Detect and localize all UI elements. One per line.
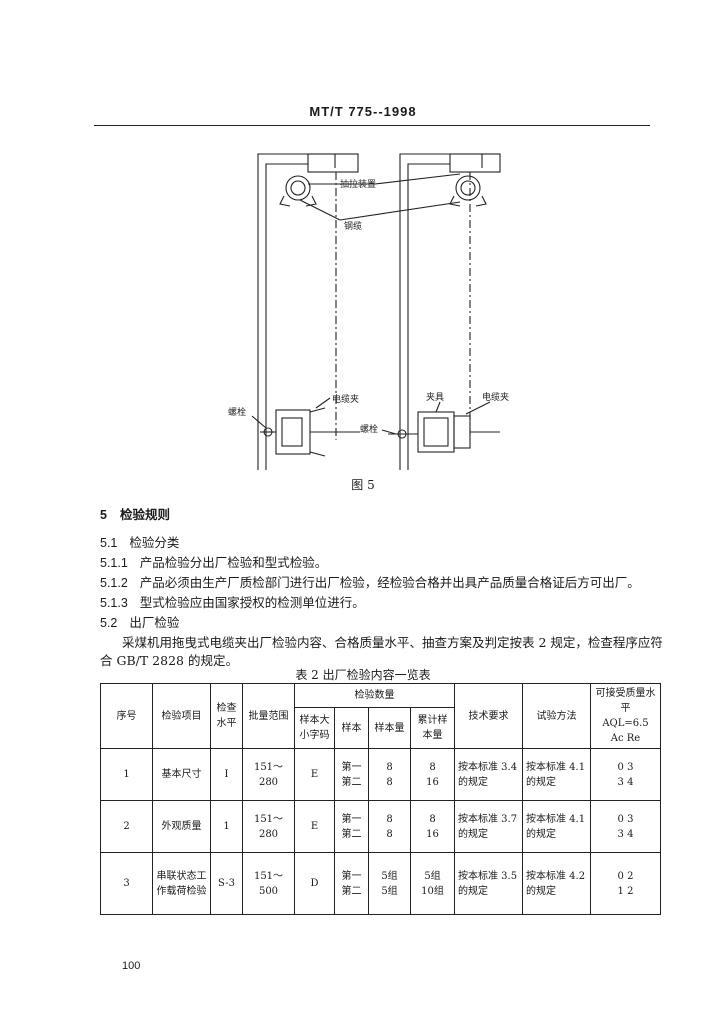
section-5-1-1-text: 产品检验分出厂检验和型式检验。 — [139, 555, 328, 570]
right-roller — [455, 175, 481, 201]
cell-method: 按本标准 4.1 的规定 — [522, 800, 591, 853]
header-rule — [94, 125, 650, 126]
cell-level: I — [210, 748, 243, 801]
cell-seq: 2 — [100, 800, 153, 853]
left-top-block — [307, 153, 359, 173]
cell-tech: 按本标准 3.5 的规定 — [454, 852, 523, 915]
cell-item: 串联状态工作载荷检验 — [152, 852, 211, 915]
cell-method: 按本标准 4.1 的规定 — [522, 748, 591, 801]
section-5-1-2: 5.1.2 产品必须由生产厂质检部门进行出厂检验，经检验合格并出具产品质量合格证… — [100, 575, 640, 590]
label-steel-cable: 钢缆 — [344, 220, 362, 232]
cell-item: 外观质量 — [152, 800, 211, 853]
figure-caption: 图 5 — [351, 478, 375, 492]
figure-5: 抽拉装置 钢缆 电缆夹 螺栓 夹具 电缆夹 螺栓 — [200, 140, 560, 480]
header-aql-value: AQL=6.5 — [602, 718, 649, 729]
section-5-1-3: 5.1.3 型式检验应由国家授权的检测单位进行。 — [100, 595, 365, 610]
section-5-1-3-text: 型式检验应由国家授权的检测单位进行。 — [139, 595, 365, 610]
cell-code: D — [294, 852, 335, 915]
label-bolt-left: 螺栓 — [228, 406, 246, 418]
cell-level: S-3 — [210, 852, 243, 915]
right-top-block — [449, 153, 501, 173]
header-cumulative: 累计样本量 — [410, 707, 455, 749]
table-row: 3 串联状态工作载荷检验 S-3 151～500 D 第一 第二 5组 5组 5… — [100, 852, 661, 915]
cell-item: 基本尺寸 — [152, 748, 211, 801]
cell-seq: 3 — [100, 852, 153, 915]
section-5-2: 5.2 出厂检验 — [100, 615, 180, 630]
cell-ac-re: 0 2 1 2 — [590, 852, 661, 915]
section-5-1: 5.1 检验分类 — [100, 535, 180, 550]
cell-batch: 151～280 — [242, 748, 295, 801]
cell-code: E — [294, 748, 335, 801]
table-header-row-2: 样本大小字码 样本 样本量 累计样本量 — [101, 707, 661, 749]
page-number: 100 — [122, 960, 141, 972]
cell-seq: 1 — [100, 748, 153, 801]
label-bolt-right: 螺栓 — [360, 423, 378, 435]
label-clamp-device: 抽拉装置 — [340, 178, 376, 190]
header-aql-title: 可接受质量水平 — [595, 688, 656, 714]
section-5-1-2-text: 产品必须由生产厂质检部门进行出厂检验，经检验合格并出具产品质量合格证后方可出厂。 — [139, 575, 640, 590]
header-aql: 可接受质量水平 AQL=6.5 Ac Re — [590, 683, 661, 749]
cell-level: 1 — [210, 800, 243, 853]
page-header: MT/T 775--1998 — [309, 104, 417, 119]
cell-tech: 按本标准 3.4 的规定 — [454, 748, 523, 801]
cell-batch: 151～280 — [242, 800, 295, 853]
cell-ac-re: 0 3 3 4 — [590, 800, 661, 853]
table-header-row-1: 序号 检验项目 检查水平 批量范围 检验数量 技术要求 试验方法 可接受质量水平… — [100, 682, 661, 749]
cell-samples: 第一 第二 — [334, 748, 369, 801]
section-5-2-title: 出厂检验 — [129, 615, 180, 630]
header-method: 试验方法 — [522, 683, 591, 749]
section-5: 5 检验规则 — [100, 507, 171, 522]
paragraph-line-1: 采煤机用拖曳式电缆夹出厂检验内容、合格质量水平、抽查方案及判定按表 2 规定，检… — [122, 635, 663, 650]
left-roller — [285, 175, 311, 201]
cell-method: 按本标准 4.2 的规定 — [522, 852, 591, 915]
table-title: 表 2 出厂检验内容一览表 — [295, 668, 431, 682]
cell-cumulative: 8 16 — [410, 748, 455, 801]
cell-tech: 按本标准 3.7 的规定 — [454, 800, 523, 853]
section-5-1-1: 5.1.1 产品检验分出厂检验和型式检验。 — [100, 555, 328, 570]
cell-cumulative: 8 16 — [410, 800, 455, 853]
paragraph-line-2: 合 GB/T 2828 的规定。 — [100, 653, 238, 668]
left-frame — [257, 153, 336, 470]
left-cable-clamp — [275, 409, 311, 455]
header-qty-group: 检验数量 — [294, 682, 455, 709]
cell-code: E — [294, 800, 335, 853]
cell-sizes: 5组 5组 — [368, 852, 411, 915]
header-seq: 序号 — [100, 683, 153, 749]
header-sample-size: 样本量 — [368, 707, 411, 749]
header-level: 检查水平 — [210, 683, 243, 749]
header-code: 样本大小字码 — [294, 707, 335, 749]
cell-sizes: 8 8 — [368, 748, 411, 801]
right-frame — [399, 153, 483, 470]
header-sample: 样本 — [334, 707, 369, 749]
header-item: 检验项目 — [152, 683, 211, 749]
section-5-1-title: 检验分类 — [129, 535, 180, 550]
inspection-table: 序号 检验项目 检查水平 批量范围 检验数量 技术要求 试验方法 可接受质量水平… — [100, 682, 661, 915]
cell-sizes: 8 8 — [368, 800, 411, 853]
header-ac-re: Ac Re — [610, 733, 641, 744]
header-batch: 批量范围 — [242, 683, 295, 749]
cell-ac-re: 0 3 3 4 — [590, 748, 661, 801]
cell-batch: 151～500 — [242, 852, 295, 915]
section-5-title: 检验规则 — [120, 507, 171, 522]
label-fixture: 夹具 — [426, 391, 444, 403]
figure-5-drawing: 抽拉装置 钢缆 电缆夹 螺栓 夹具 电缆夹 螺栓 — [228, 153, 509, 470]
cell-samples: 第一 第二 — [334, 852, 369, 915]
cell-samples: 第一 第二 — [334, 800, 369, 853]
header-tech: 技术要求 — [454, 683, 523, 749]
cell-cumulative: 5组 10组 — [410, 852, 455, 915]
table-row: 2 外观质量 1 151～280 E 第一 第二 8 8 8 16 按本标准 3… — [100, 800, 661, 853]
table-row: 1 基本尺寸 I 151～280 E 第一 第二 8 8 8 16 按本标准 3… — [100, 748, 661, 801]
label-cable-clamp-left: 电缆夹 — [332, 393, 359, 405]
label-cable-clamp-right: 电缆夹 — [482, 391, 509, 403]
